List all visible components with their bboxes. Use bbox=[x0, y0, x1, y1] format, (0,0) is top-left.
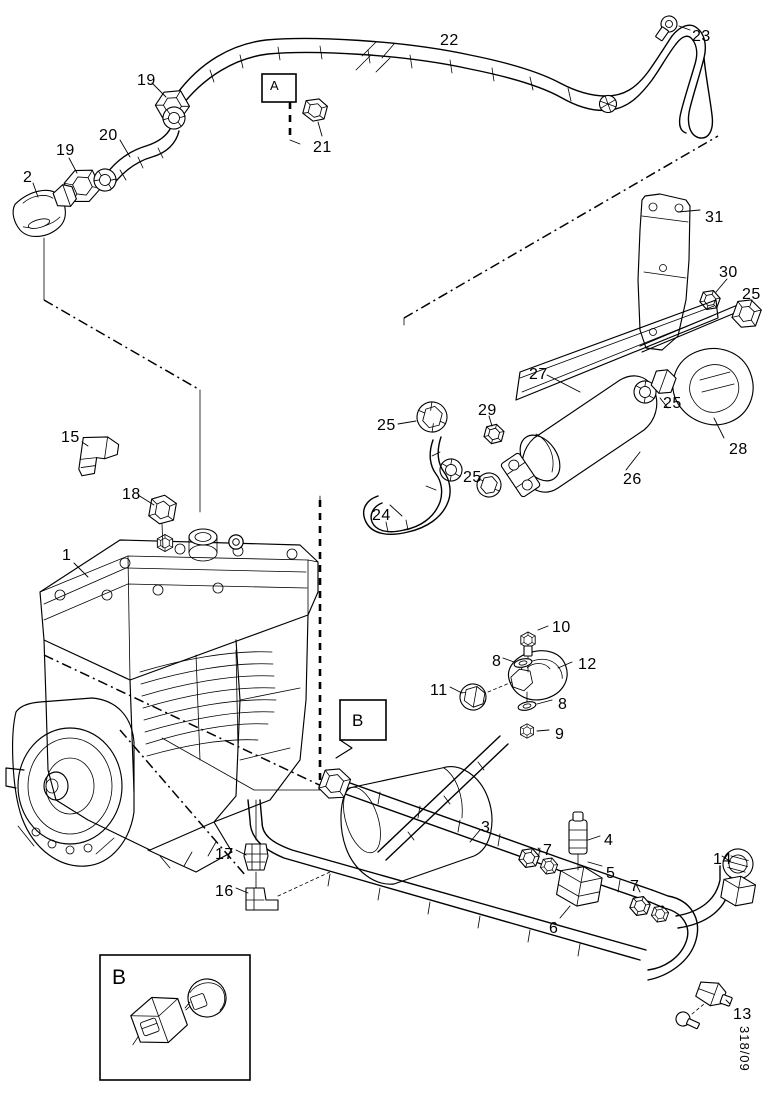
callout-7-right: 7 bbox=[630, 878, 640, 895]
detail-letter-a-box: A bbox=[270, 78, 279, 93]
detail-letter-b-inline: B bbox=[352, 711, 364, 730]
callout-1: 1 bbox=[62, 547, 72, 564]
callout-29: 29 bbox=[478, 402, 497, 419]
callout-30: 30 bbox=[719, 264, 738, 281]
callout-16: 16 bbox=[215, 883, 234, 900]
callout-2: 2 bbox=[23, 169, 33, 186]
callout-14: 14 bbox=[713, 851, 732, 868]
callout-5: 5 bbox=[606, 865, 616, 882]
callout-23: 23 bbox=[692, 28, 711, 45]
callout-3: 3 bbox=[481, 819, 491, 836]
callout-13: 13 bbox=[733, 1006, 752, 1023]
callout-15: 15 bbox=[61, 429, 80, 446]
callout-22: 22 bbox=[440, 32, 459, 49]
drawing-sheet-number: 318/09 bbox=[737, 1026, 752, 1072]
callout-25-topright: 25 bbox=[742, 286, 761, 303]
callout-9: 9 bbox=[555, 726, 565, 743]
callout-12: 12 bbox=[578, 656, 597, 673]
callout-17: 17 bbox=[215, 846, 234, 863]
callout-18: 18 bbox=[122, 486, 141, 503]
callout-21: 21 bbox=[313, 139, 332, 156]
callout-20: 20 bbox=[99, 127, 118, 144]
callout-19-lower: 19 bbox=[56, 142, 75, 159]
callout-4: 4 bbox=[604, 832, 614, 849]
callout-10: 10 bbox=[552, 619, 571, 636]
callout-11: 11 bbox=[430, 682, 448, 699]
callout-28: 28 bbox=[729, 441, 748, 458]
callout-8-lower: 8 bbox=[558, 696, 568, 713]
callout-25-dryer: 25 bbox=[663, 395, 682, 412]
callout-8-upper: 8 bbox=[492, 653, 502, 670]
callout-24: 24 bbox=[372, 507, 391, 524]
callout-25-lower: 25 bbox=[463, 469, 482, 486]
callout-6: 6 bbox=[549, 920, 559, 937]
callout-31: 31 bbox=[705, 209, 724, 226]
detail-letter-b-box: B bbox=[112, 966, 127, 989]
callout-7-left: 7 bbox=[543, 842, 553, 859]
callout-27: 27 bbox=[529, 366, 548, 383]
callout-19-upper: 19 bbox=[137, 72, 156, 89]
callout-25-left: 25 bbox=[377, 417, 396, 434]
callout-26: 26 bbox=[623, 471, 642, 488]
